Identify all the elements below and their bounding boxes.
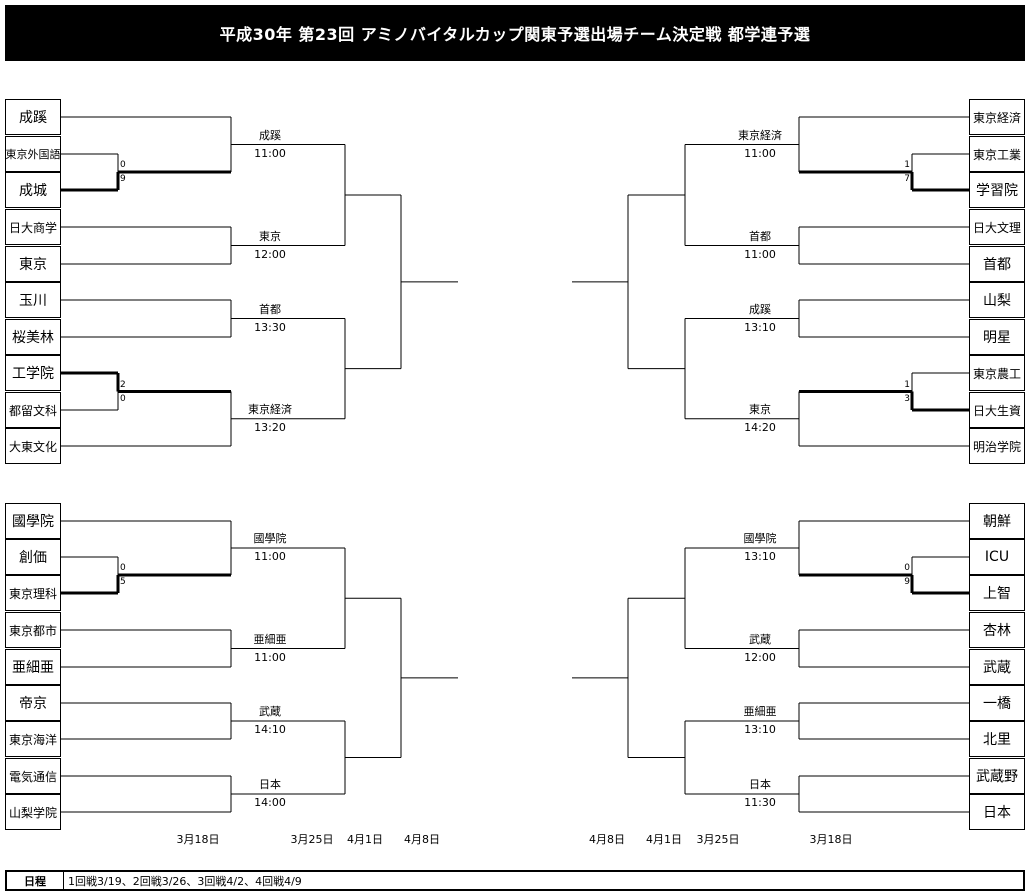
first-round-score: 5: [120, 577, 126, 587]
first-round-score: 9: [904, 577, 910, 587]
first-round-score: 1: [904, 160, 910, 170]
team-box: 東京理科: [5, 575, 61, 611]
team-box: 東京外国語: [5, 136, 61, 172]
match-venue: 成蹊: [259, 128, 281, 142]
team-box: 帝京: [5, 685, 61, 721]
match-time: 14:10: [254, 723, 286, 736]
team-box: 東京経済: [969, 99, 1025, 135]
first-round-score: 0: [120, 160, 126, 170]
team-box: 桜美林: [5, 319, 61, 355]
match-venue: 國學院: [253, 532, 287, 545]
team-box: 日大文理: [969, 209, 1025, 245]
match-time: 14:00: [254, 796, 286, 809]
first-round-score: 9: [120, 174, 126, 184]
match-venue: 武蔵: [749, 632, 771, 646]
team-box: 首都: [969, 246, 1025, 282]
round-date-label: 4月8日: [404, 833, 440, 846]
round-date-label: 3月25日: [696, 833, 740, 846]
schedule-label: 日程: [7, 872, 64, 889]
round-date-label: 3月25日: [290, 833, 334, 846]
match-venue: 首都: [259, 302, 281, 316]
schedule-text: 1回戦3/19、2回戦3/26、3回戦4/2、4回戦4/9: [68, 874, 302, 888]
match-venue: 首都: [749, 229, 771, 243]
team-box: 成蹊: [5, 99, 61, 135]
team-box: 朝鮮: [969, 503, 1025, 539]
match-venue: 成蹊: [749, 302, 771, 316]
match-time: 13:30: [254, 320, 286, 334]
round-date-label: 3月18日: [809, 833, 853, 846]
match-time: 12:00: [744, 650, 776, 664]
first-round-score: 2: [120, 379, 126, 390]
team-box: 一橋: [969, 685, 1025, 721]
match-venue: 日本: [749, 778, 771, 791]
team-box: 東京海洋: [5, 721, 61, 757]
round-date-label: 4月1日: [347, 833, 383, 846]
match-venue: 亜細亜: [743, 705, 777, 718]
first-round-score: 1: [904, 379, 910, 390]
match-venue: 國學院: [743, 532, 777, 545]
team-box: ICU: [969, 539, 1025, 575]
page-title: 平成30年 第23回 アミノバイタルカップ関東予選出場チーム決定戦 都学連予選: [5, 5, 1025, 61]
team-box: 電気通信: [5, 758, 61, 794]
team-box: 東京都市: [5, 612, 61, 648]
match-venue: 武蔵: [259, 705, 281, 718]
team-box: 日本: [969, 794, 1025, 830]
match-time: 13:10: [744, 550, 776, 563]
team-box: 上智: [969, 575, 1025, 611]
team-box: 大東文化: [5, 428, 61, 464]
team-box: 山梨学院: [5, 794, 61, 830]
match-venue: 東京: [259, 229, 281, 243]
team-box: 玉川: [5, 282, 61, 318]
match-time: 11:00: [254, 650, 286, 664]
match-time: 11:00: [744, 247, 776, 261]
team-box: 工学院: [5, 355, 61, 391]
match-time: 11:00: [254, 550, 286, 563]
first-round-score: 0: [120, 563, 126, 573]
round-date-label: 4月8日: [589, 833, 625, 846]
first-round-score: 0: [120, 393, 126, 404]
team-box: 学習院: [969, 172, 1025, 208]
match-time: 13:10: [744, 723, 776, 736]
match-time: 11:30: [744, 796, 776, 809]
team-box: 國學院: [5, 503, 61, 539]
team-box: 都留文科: [5, 392, 61, 428]
match-venue: 東京経済: [738, 128, 782, 142]
team-box: 東京工業: [969, 136, 1025, 172]
team-box: 杏林: [969, 612, 1025, 648]
team-box: 亜細亜: [5, 649, 61, 685]
team-box: 武蔵野: [969, 758, 1025, 794]
match-venue: 亜細亜: [253, 632, 287, 646]
match-time: 12:00: [254, 247, 286, 261]
schedule-bar: 日程 1回戦3/19、2回戦3/26、3回戦4/2、4回戦4/9: [5, 870, 1025, 891]
team-box: 創価: [5, 539, 61, 575]
match-venue: 東京経済: [248, 402, 292, 416]
first-round-score: 7: [904, 174, 910, 184]
first-round-score: 0: [904, 563, 910, 573]
match-time: 13:10: [744, 320, 776, 334]
team-box: 北里: [969, 721, 1025, 757]
team-box: 明治学院: [969, 428, 1025, 464]
match-venue: 日本: [259, 778, 281, 791]
match-time: 14:20: [744, 420, 776, 434]
match-venue: 東京: [749, 402, 771, 416]
match-time: 11:00: [744, 146, 776, 160]
team-box: 武蔵: [969, 649, 1025, 685]
team-box: 日大商学: [5, 209, 61, 245]
round-date-label: 3月18日: [176, 833, 220, 846]
team-box: 明星: [969, 319, 1025, 355]
team-box: 山梨: [969, 282, 1025, 318]
first-round-score: 3: [904, 393, 910, 404]
team-box: 成城: [5, 172, 61, 208]
team-box: 日大生資: [969, 392, 1025, 428]
team-box: 東京: [5, 246, 61, 282]
team-box: 東京農工: [969, 355, 1025, 391]
match-time: 11:00: [254, 146, 286, 160]
match-time: 13:20: [254, 420, 286, 434]
round-date-label: 4月1日: [646, 833, 682, 846]
